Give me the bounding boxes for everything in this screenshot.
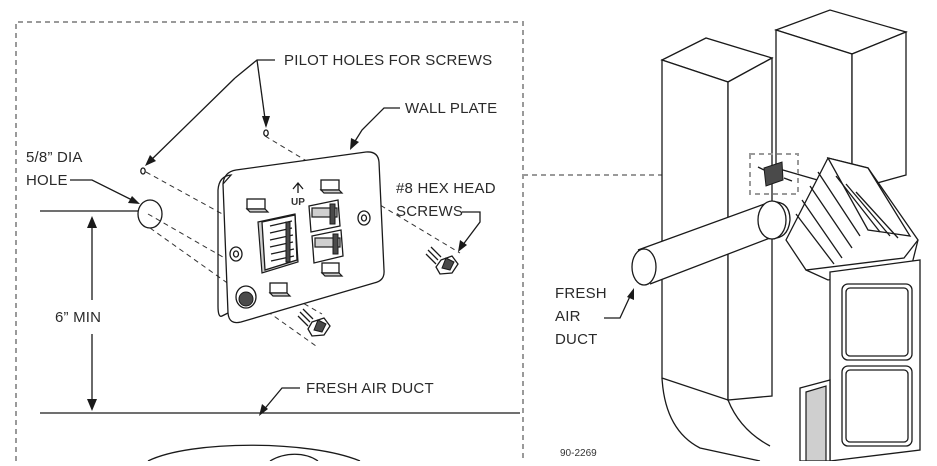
furnace-cabinet <box>799 259 921 462</box>
hex-screw-lower <box>297 308 331 337</box>
figure-code: 90-2269 <box>560 448 597 459</box>
wall-plate: UP <box>217 151 385 324</box>
pilot-holes-label: PILOT HOLES FOR SCREWS <box>284 52 492 69</box>
text-labels: PILOT HOLES FOR SCREWS WALL PLATE 5/8” D… <box>26 52 607 459</box>
furnace-overview <box>604 9 921 462</box>
fresh-air-duct-tube <box>631 200 791 286</box>
hex-screw-right <box>425 246 459 275</box>
mount-location-box <box>749 153 799 195</box>
plate-up-label: UP <box>291 197 305 208</box>
fresh-label-line3: DUCT <box>555 331 597 348</box>
hole-detail <box>40 199 163 229</box>
pilot-hole-right <box>263 129 269 137</box>
pilot-holes <box>140 129 269 175</box>
hex-screws-label-line1: #8 HEX HEAD <box>396 180 496 197</box>
min-distance-label: 6” MIN <box>55 309 101 326</box>
min-distance-dimension <box>87 216 97 411</box>
pilot-hole-left <box>140 167 146 175</box>
hole-label: HOLE <box>26 172 68 189</box>
return-plenum <box>773 9 908 191</box>
fresh-air-duct-label: FRESH AIR DUCT <box>306 380 434 397</box>
detail-frame <box>15 21 524 461</box>
fresh-label-line2: AIR <box>555 308 581 325</box>
hole-size-label: 5/8” DIA <box>26 149 83 166</box>
coil-housing <box>785 157 919 281</box>
fresh-label-line1: FRESH <box>555 285 607 302</box>
fresh-air-duct-detail <box>40 412 520 462</box>
hex-screws-label-line2: SCREWS <box>396 203 463 220</box>
wall-plate-label: WALL PLATE <box>405 100 497 117</box>
leader-lines <box>70 59 481 416</box>
wire-hole <box>137 199 163 229</box>
